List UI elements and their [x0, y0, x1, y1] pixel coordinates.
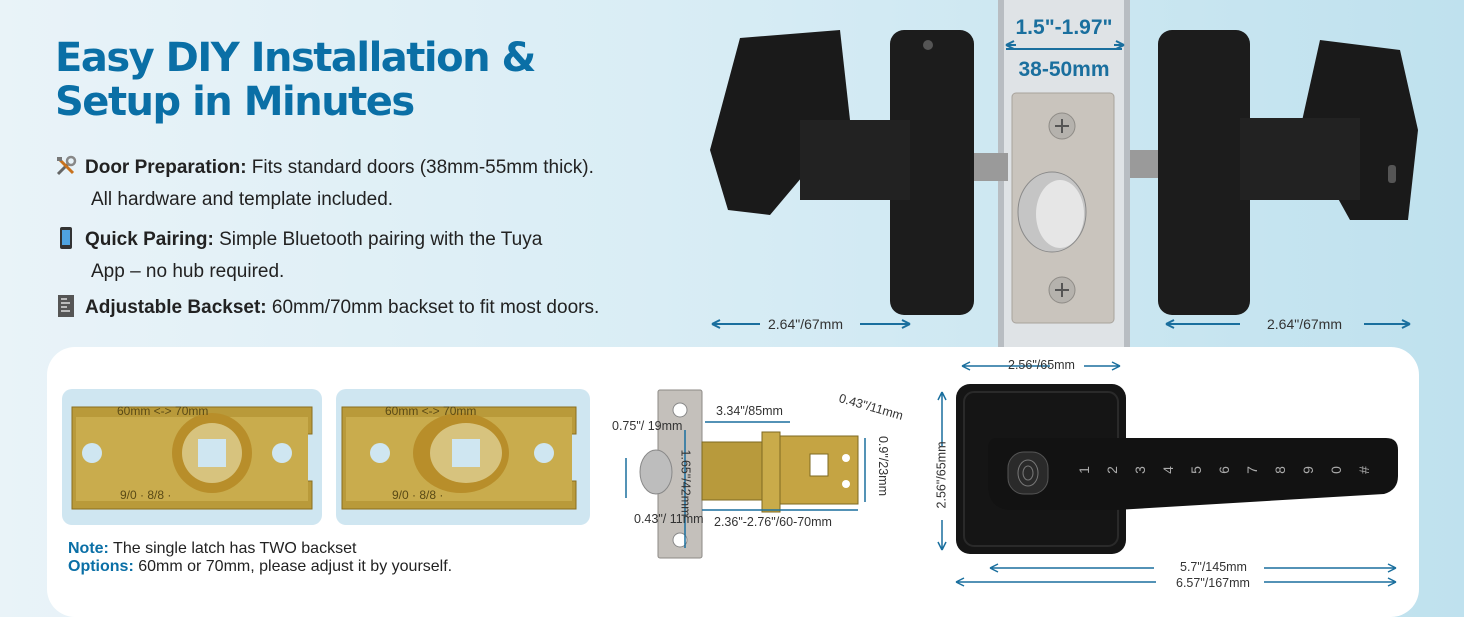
- latch-backset: 2.36"-2.76"/60-70mm: [714, 515, 832, 529]
- feature-title: Door Preparation:: [85, 157, 247, 178]
- right-rose: [1158, 30, 1250, 315]
- left-handle-width: 2.64"/67mm: [768, 316, 844, 332]
- latch-face-width: 0.75"/ 19mm: [612, 419, 683, 433]
- feature-title: Adjustable Backset:: [85, 297, 267, 318]
- left-lever: [710, 30, 850, 215]
- feature-text: Simple Bluetooth pairing with the Tuya: [213, 229, 543, 250]
- feature-text-cont: App – no hub required.: [91, 261, 285, 282]
- options-text: 60mm or 70mm, please adjust it by yourse…: [133, 558, 453, 575]
- feature-text: Fits standard doors (38mm-55mm thick).: [246, 157, 594, 178]
- keypad-key-4[interactable]: 4: [1159, 466, 1176, 474]
- keypad-key-1[interactable]: 1: [1075, 466, 1092, 474]
- door-thickness-divider: [1006, 48, 1122, 50]
- lock-install-illustration: [710, 0, 1418, 347]
- door-thickness-mm: 38-50mm: [1018, 58, 1110, 81]
- keypad-key-2[interactable]: 2: [1103, 466, 1120, 474]
- door-thickness-inch: 1.5"-1.97": [1015, 16, 1113, 39]
- note-text: The single latch has TWO backset: [108, 540, 357, 557]
- fingerprint-sensor-icon: [1007, 451, 1049, 495]
- rose-width: 2.56"/65mm: [1008, 358, 1075, 372]
- keypad-key-hash[interactable]: #: [1355, 466, 1372, 474]
- backset-note: Note: The single latch has TWO backset O…: [68, 540, 452, 576]
- feature-text-cont: All hardware and template included.: [91, 189, 394, 210]
- ruler-icon: [55, 295, 79, 317]
- plate-image-70mm: [336, 389, 590, 525]
- keypad-key-7[interactable]: 7: [1243, 466, 1260, 474]
- keypad-key-9[interactable]: 9: [1299, 466, 1316, 474]
- keypad-key-6[interactable]: 6: [1215, 466, 1232, 474]
- keypad-key-8[interactable]: 8: [1271, 466, 1288, 474]
- right-handle-width: 2.64"/67mm: [1267, 316, 1343, 332]
- note-label: Note:: [68, 540, 109, 557]
- keypad-key-5[interactable]: 5: [1187, 466, 1204, 474]
- feature-quick-pairing: Quick Pairing: Simple Bluetooth pairing …: [55, 224, 675, 288]
- feature-text: 60mm/70mm backset to fit most doors.: [266, 297, 600, 318]
- tools-icon: [55, 155, 79, 177]
- phone-icon: [55, 227, 79, 249]
- page-title: Easy DIY Installation & Setup in Minutes: [55, 36, 575, 124]
- plate-image-60mm: [62, 389, 322, 525]
- latch-bolt: 0.43"/ 11mm: [634, 512, 704, 526]
- total-length: 6.57"/167mm: [1176, 576, 1250, 590]
- usb-port-icon: [1388, 165, 1396, 183]
- latch-diagram: [625, 389, 866, 559]
- lever-handle: [988, 438, 1398, 510]
- plate-marks-1: 9/0 · 8/8 ·: [120, 488, 172, 502]
- rose-height: 2.56"/65mm: [934, 441, 949, 509]
- keypad-key-3[interactable]: 3: [1131, 466, 1148, 474]
- feature-door-preparation: Door Preparation: Fits standard doors (3…: [55, 152, 675, 216]
- keypad-keys: 1 2 3 4 5 6 7 8 9 0 #: [1076, 462, 1396, 482]
- feature-title: Quick Pairing:: [85, 229, 214, 250]
- title-line-2: Setup in Minutes: [55, 79, 415, 125]
- plate-label-1: 60mm <-> 70mm: [117, 404, 209, 418]
- lever-length: 5.7"/145mm: [1180, 560, 1247, 574]
- left-rose: [890, 30, 974, 315]
- options-label: Options:: [68, 558, 134, 575]
- feature-adjustable-backset: Adjustable Backset: 60mm/70mm backset to…: [55, 292, 675, 324]
- plate-marks-2: 9/0 · 8/8 ·: [392, 488, 444, 502]
- latch-length: 3.34"/85mm: [716, 404, 783, 418]
- title-line-1: Easy DIY Installation &: [55, 35, 536, 81]
- keypad-key-0[interactable]: 0: [1327, 466, 1344, 474]
- latch-height: 0.9"/23mm: [876, 435, 891, 497]
- lever-lock-diagram: [937, 361, 1398, 587]
- plate-label-2: 60mm <-> 70mm: [385, 404, 477, 418]
- latch-face-height: 1.65"/42mm: [678, 449, 693, 517]
